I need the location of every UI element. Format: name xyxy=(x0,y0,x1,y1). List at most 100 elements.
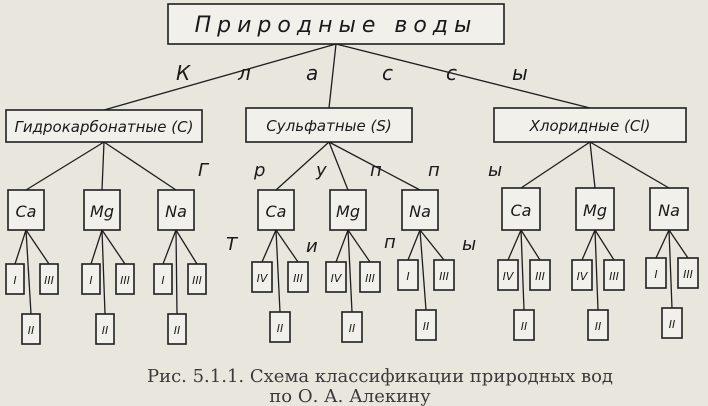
type-label: II xyxy=(28,324,35,337)
connector-line xyxy=(419,229,445,261)
connector-line xyxy=(103,141,177,191)
group-node-na: Na xyxy=(649,187,689,231)
group-node-mg: Mg xyxy=(83,189,121,231)
connector-line xyxy=(655,229,670,259)
type-label: I xyxy=(161,274,164,287)
class-letter: К xyxy=(176,61,191,85)
class-letter: с xyxy=(382,61,393,85)
type-label: II xyxy=(669,318,676,331)
connector-line xyxy=(668,229,689,259)
type-label: III xyxy=(120,274,130,287)
connector-line xyxy=(419,229,427,311)
type-label: III xyxy=(609,270,619,283)
class-level-label: К л а с с ы xyxy=(176,61,528,85)
connector-line xyxy=(328,141,349,191)
connector-line xyxy=(335,43,591,109)
connector-line xyxy=(25,229,32,315)
type-label: III xyxy=(683,268,693,281)
type-node: II xyxy=(21,313,41,345)
type-label: III xyxy=(535,270,545,283)
type-label: II xyxy=(174,324,181,337)
type-label: I xyxy=(89,274,92,287)
type-node: III xyxy=(287,261,309,293)
group-label: Ca xyxy=(16,202,37,221)
type-label: II xyxy=(102,324,109,337)
type-node: IV xyxy=(497,259,519,291)
type-node: I xyxy=(153,263,173,295)
type-node: II xyxy=(661,307,683,339)
group-node-ca: Ca xyxy=(501,187,541,231)
type-node: III xyxy=(115,263,135,295)
type-label: I xyxy=(654,268,657,281)
connector-line xyxy=(589,141,596,189)
group-letter: у xyxy=(315,160,327,181)
group-label: Mg xyxy=(90,202,114,221)
connector-line xyxy=(668,229,673,309)
type-node: II xyxy=(95,313,115,345)
class-label: Хлоридные (Cl) xyxy=(529,117,651,135)
type-level-label: Т и п ы xyxy=(226,232,476,257)
type-label: III xyxy=(192,274,202,287)
type-node: II xyxy=(587,309,609,341)
connector-line xyxy=(347,229,371,263)
connector-line xyxy=(328,43,337,109)
connector-line xyxy=(175,229,198,265)
caption-line-2: по О. А. Алекину xyxy=(269,386,431,406)
type-label: IV xyxy=(577,270,589,283)
group-letter: ы xyxy=(488,160,502,181)
connector-line xyxy=(162,229,177,265)
group-label: Na xyxy=(165,202,187,221)
diagram-connectors xyxy=(14,43,689,315)
type-letter: Т xyxy=(226,234,239,255)
type-label: II xyxy=(521,320,528,333)
connector-line xyxy=(589,141,670,189)
type-label: III xyxy=(293,272,303,285)
connector-line xyxy=(407,229,421,261)
type-nodes: I III II I III II I III II IV III II IV … xyxy=(5,257,699,345)
type-node: III xyxy=(359,261,381,293)
connector-line xyxy=(101,229,106,315)
connector-line xyxy=(520,229,541,261)
type-node: II xyxy=(513,309,535,341)
type-label: IV xyxy=(257,272,269,285)
type-label: II xyxy=(595,320,602,333)
group-label: Mg xyxy=(583,201,607,220)
type-label: III xyxy=(365,272,375,285)
type-node: II xyxy=(415,309,437,341)
connector-line xyxy=(347,229,353,313)
connector-line xyxy=(101,141,105,191)
connector-line xyxy=(520,141,591,189)
type-label: II xyxy=(423,320,430,333)
type-node: I xyxy=(397,259,419,291)
connector-line xyxy=(275,229,281,313)
type-label: III xyxy=(439,270,449,283)
caption-line-1: Рис. 5.1.1. Схема классификации природны… xyxy=(147,366,613,387)
connector-line xyxy=(175,229,178,315)
figure-caption: Рис. 5.1.1. Схема классификации природны… xyxy=(147,366,613,406)
connector-line xyxy=(261,229,277,263)
type-letter: ы xyxy=(462,234,476,255)
group-label: Na xyxy=(658,201,680,220)
connector-line xyxy=(103,43,337,111)
group-label: Ca xyxy=(266,202,287,221)
type-node: IV xyxy=(325,261,347,293)
root-node: Природные воды xyxy=(167,3,505,45)
group-label: Na xyxy=(409,202,431,221)
group-letter: Г xyxy=(198,160,210,181)
type-letter: и xyxy=(306,236,318,257)
type-node: III xyxy=(39,263,59,295)
group-node-ca: Ca xyxy=(7,189,45,231)
class-letter: л xyxy=(237,61,251,85)
group-node-mg: Mg xyxy=(329,189,367,231)
connector-line xyxy=(275,141,330,191)
connector-line xyxy=(507,229,522,261)
class-letter: а xyxy=(306,61,318,85)
connector-line xyxy=(581,229,596,261)
type-label: IV xyxy=(503,270,515,283)
connector-line xyxy=(328,141,421,191)
connector-line xyxy=(25,141,105,191)
group-nodes: Ca Mg Na Ca Mg Na Ca Mg Na xyxy=(7,187,689,231)
group-letter: р xyxy=(253,160,265,181)
